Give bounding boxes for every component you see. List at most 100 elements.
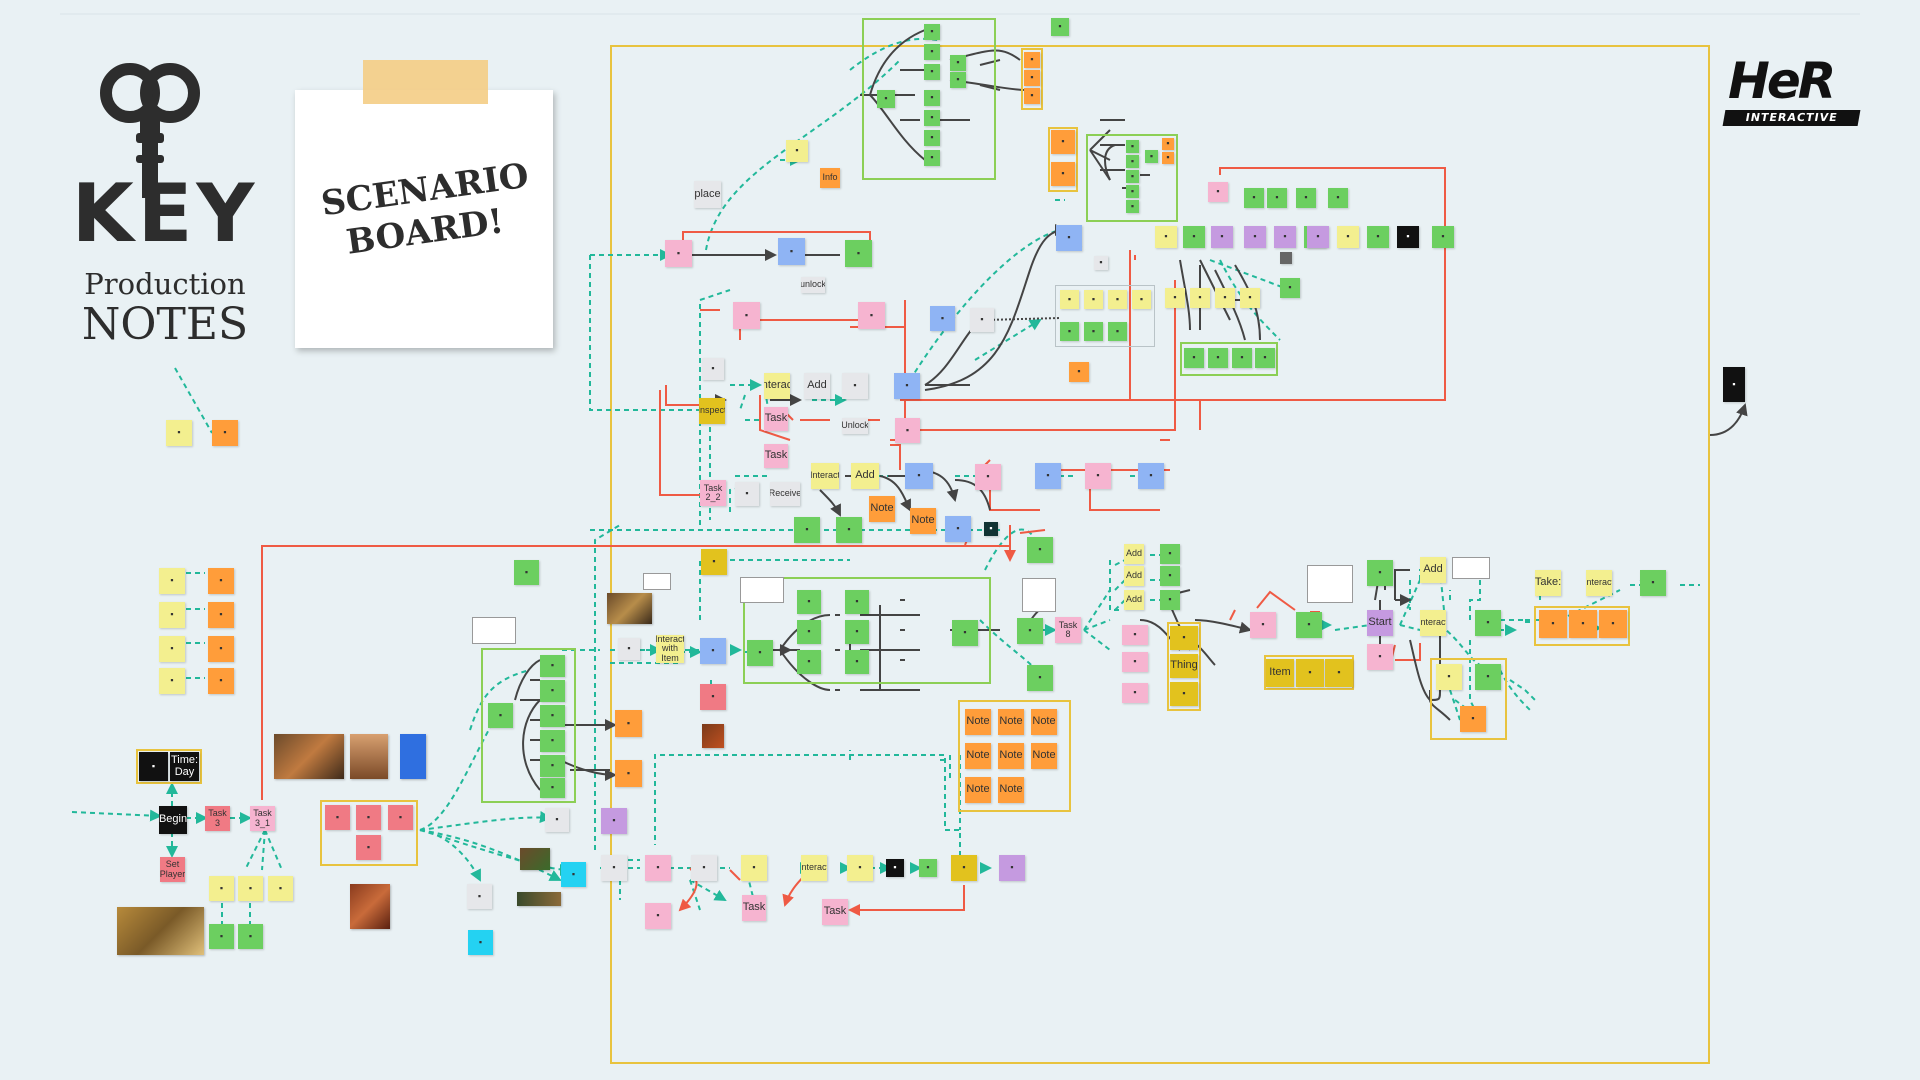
grey-node[interactable]: ▪ (842, 373, 868, 399)
sticky-green[interactable]: ▪ (540, 655, 565, 677)
sticky-green[interactable]: ▪ (1296, 612, 1322, 638)
sticky-orange[interactable]: ▪ (1539, 610, 1567, 638)
note-grid-item[interactable]: Note (965, 709, 991, 735)
sticky-green[interactable]: ▪ (1084, 322, 1103, 341)
grey-node[interactable]: ▪ (1094, 256, 1108, 270)
sticky-green[interactable]: ▪ (924, 110, 940, 126)
sticky-green[interactable]: ▪ (209, 924, 234, 949)
sticky-yellow[interactable]: ▪ (159, 602, 185, 628)
sticky-orange[interactable]: ▪ (615, 710, 642, 737)
sticky-green[interactable]: ▪ (794, 517, 820, 543)
unlock-node[interactable]: unlock (801, 277, 825, 293)
sticky-green[interactable]: ▪ (1640, 570, 1666, 596)
task-node[interactable]: Task (764, 407, 788, 431)
sticky-green[interactable]: ▪ (845, 240, 872, 267)
sticky-orange[interactable]: ▪ (1024, 88, 1040, 104)
sticky-orange[interactable]: ▪ (1051, 130, 1075, 154)
sticky-green[interactable]: ▪ (1126, 185, 1139, 198)
sticky-orange[interactable]: ▪ (208, 636, 234, 662)
interact-node[interactable]: Interact (811, 463, 839, 489)
sticky-yellow[interactable]: ▪ (159, 668, 185, 694)
sticky-yellow[interactable]: ▪ (1215, 288, 1235, 308)
sticky-yellow[interactable]: ▪ (159, 568, 185, 594)
black-node[interactable]: ▪ (984, 522, 998, 536)
pink-node[interactable]: ▪ (1085, 463, 1111, 489)
start-node[interactable]: Start (1367, 610, 1393, 636)
pink-node[interactable]: ▪ (645, 855, 671, 881)
gold-node[interactable]: ▪ (1325, 659, 1353, 687)
grey-node[interactable]: ▪ (735, 482, 759, 506)
task3-node[interactable]: Task 3 (205, 806, 230, 831)
sticky-green[interactable]: ▪ (845, 590, 869, 614)
sticky-green[interactable]: ▪ (1160, 544, 1180, 564)
note-grid-item[interactable]: Note (998, 777, 1024, 803)
sticky-orange[interactable]: ▪ (1162, 152, 1174, 164)
interact-node[interactable]: Interact (1586, 570, 1612, 596)
sticky-yellow[interactable]: ▪ (1165, 288, 1185, 308)
purple-node[interactable]: ▪ (601, 808, 627, 834)
sticky-orange[interactable]: ▪ (615, 760, 642, 787)
sticky-green[interactable]: ▪ (238, 924, 263, 949)
note-grid-item[interactable]: Note (965, 777, 991, 803)
task3-1-node[interactable]: Task 3_1 (250, 806, 275, 831)
black-node[interactable]: ▪ (1723, 367, 1745, 402)
add-node[interactable]: Add (851, 463, 879, 489)
sticky-green[interactable]: ▪ (1328, 188, 1348, 208)
pink-node[interactable]: ▪ (665, 240, 692, 267)
blue-node[interactable]: ▪ (778, 238, 805, 265)
sticky-green[interactable]: ▪ (1475, 664, 1501, 690)
sticky-green[interactable]: ▪ (845, 650, 869, 674)
sticky-yellow[interactable]: ▪ (238, 876, 263, 901)
blue-node[interactable]: ▪ (905, 463, 933, 489)
unlock-interaction-node[interactable]: ▪ (618, 638, 640, 660)
add-node[interactable]: Add (1124, 544, 1144, 564)
sticky-green[interactable]: ▪ (1160, 590, 1180, 610)
inspect-node[interactable]: Inspect (699, 398, 725, 424)
begin-node[interactable]: Begin (159, 806, 187, 834)
receive-node[interactable]: Receive (770, 482, 800, 506)
sticky-green[interactable]: ▪ (952, 620, 978, 646)
sticky-green[interactable]: ▪ (1145, 150, 1158, 163)
note-node[interactable]: Note (869, 496, 895, 522)
sticky-green[interactable]: ▪ (924, 24, 940, 40)
interact-with-item-node[interactable]: Interact with Item (656, 635, 684, 663)
sticky-green[interactable]: ▪ (924, 90, 940, 106)
gold-node[interactable]: ▪ (701, 549, 727, 575)
task-node[interactable]: Task (822, 899, 848, 925)
sticky-orange[interactable]: ▪ (1460, 706, 1486, 732)
interact-node[interactable]: Interact (764, 373, 790, 399)
sticky-green[interactable]: ▪ (924, 44, 940, 60)
sticky-orange[interactable]: ▪ (1599, 610, 1627, 638)
sticky-green[interactable]: ▪ (1255, 348, 1275, 368)
sticky-green[interactable]: ▪ (540, 705, 565, 727)
sticky-yellow[interactable]: ▪ (847, 855, 873, 881)
sticky-green[interactable]: ▪ (1108, 322, 1127, 341)
sticky-orange[interactable]: ▪ (208, 602, 234, 628)
note-node[interactable]: Note (910, 508, 936, 534)
sticky-green[interactable]: ▪ (1126, 155, 1139, 168)
sticky-yellow[interactable]: ▪ (1084, 290, 1103, 309)
sticky-yellow[interactable]: ▪ (1240, 288, 1260, 308)
thing-node[interactable]: Thing (1170, 654, 1198, 678)
purple-node[interactable]: ▪ (1211, 226, 1233, 248)
task-2-2-node[interactable]: Task 2_2 (700, 480, 726, 506)
interact-node[interactable]: Interact (1420, 610, 1446, 636)
add-node[interactable]: Add (804, 373, 830, 399)
black-node[interactable]: ▪ (886, 859, 904, 877)
sticky-green[interactable]: ▪ (1126, 170, 1139, 183)
sticky-green[interactable]: ▪ (514, 560, 539, 585)
sticky-green[interactable]: ▪ (1126, 200, 1139, 213)
sticky-green[interactable]: ▪ (845, 620, 869, 644)
sticky-green[interactable]: ▪ (836, 517, 862, 543)
sticky-green[interactable]: ▪ (797, 620, 821, 644)
sticky-green[interactable]: ▪ (1475, 610, 1501, 636)
sticky-orange[interactable]: ▪ (1569, 610, 1597, 638)
sticky-green[interactable]: ▪ (924, 150, 940, 166)
sticky-yellow[interactable]: ▪ (1436, 664, 1462, 690)
sticky-yellow[interactable]: ▪ (1108, 290, 1127, 309)
sticky-green[interactable]: ▪ (1027, 537, 1053, 563)
hub-green-node[interactable]: ▪ (488, 703, 513, 728)
set-character-node[interactable]: ▪ (325, 805, 350, 830)
sticky-green[interactable]: ▪ (540, 680, 565, 702)
note-grid-item[interactable]: Note (998, 743, 1024, 769)
